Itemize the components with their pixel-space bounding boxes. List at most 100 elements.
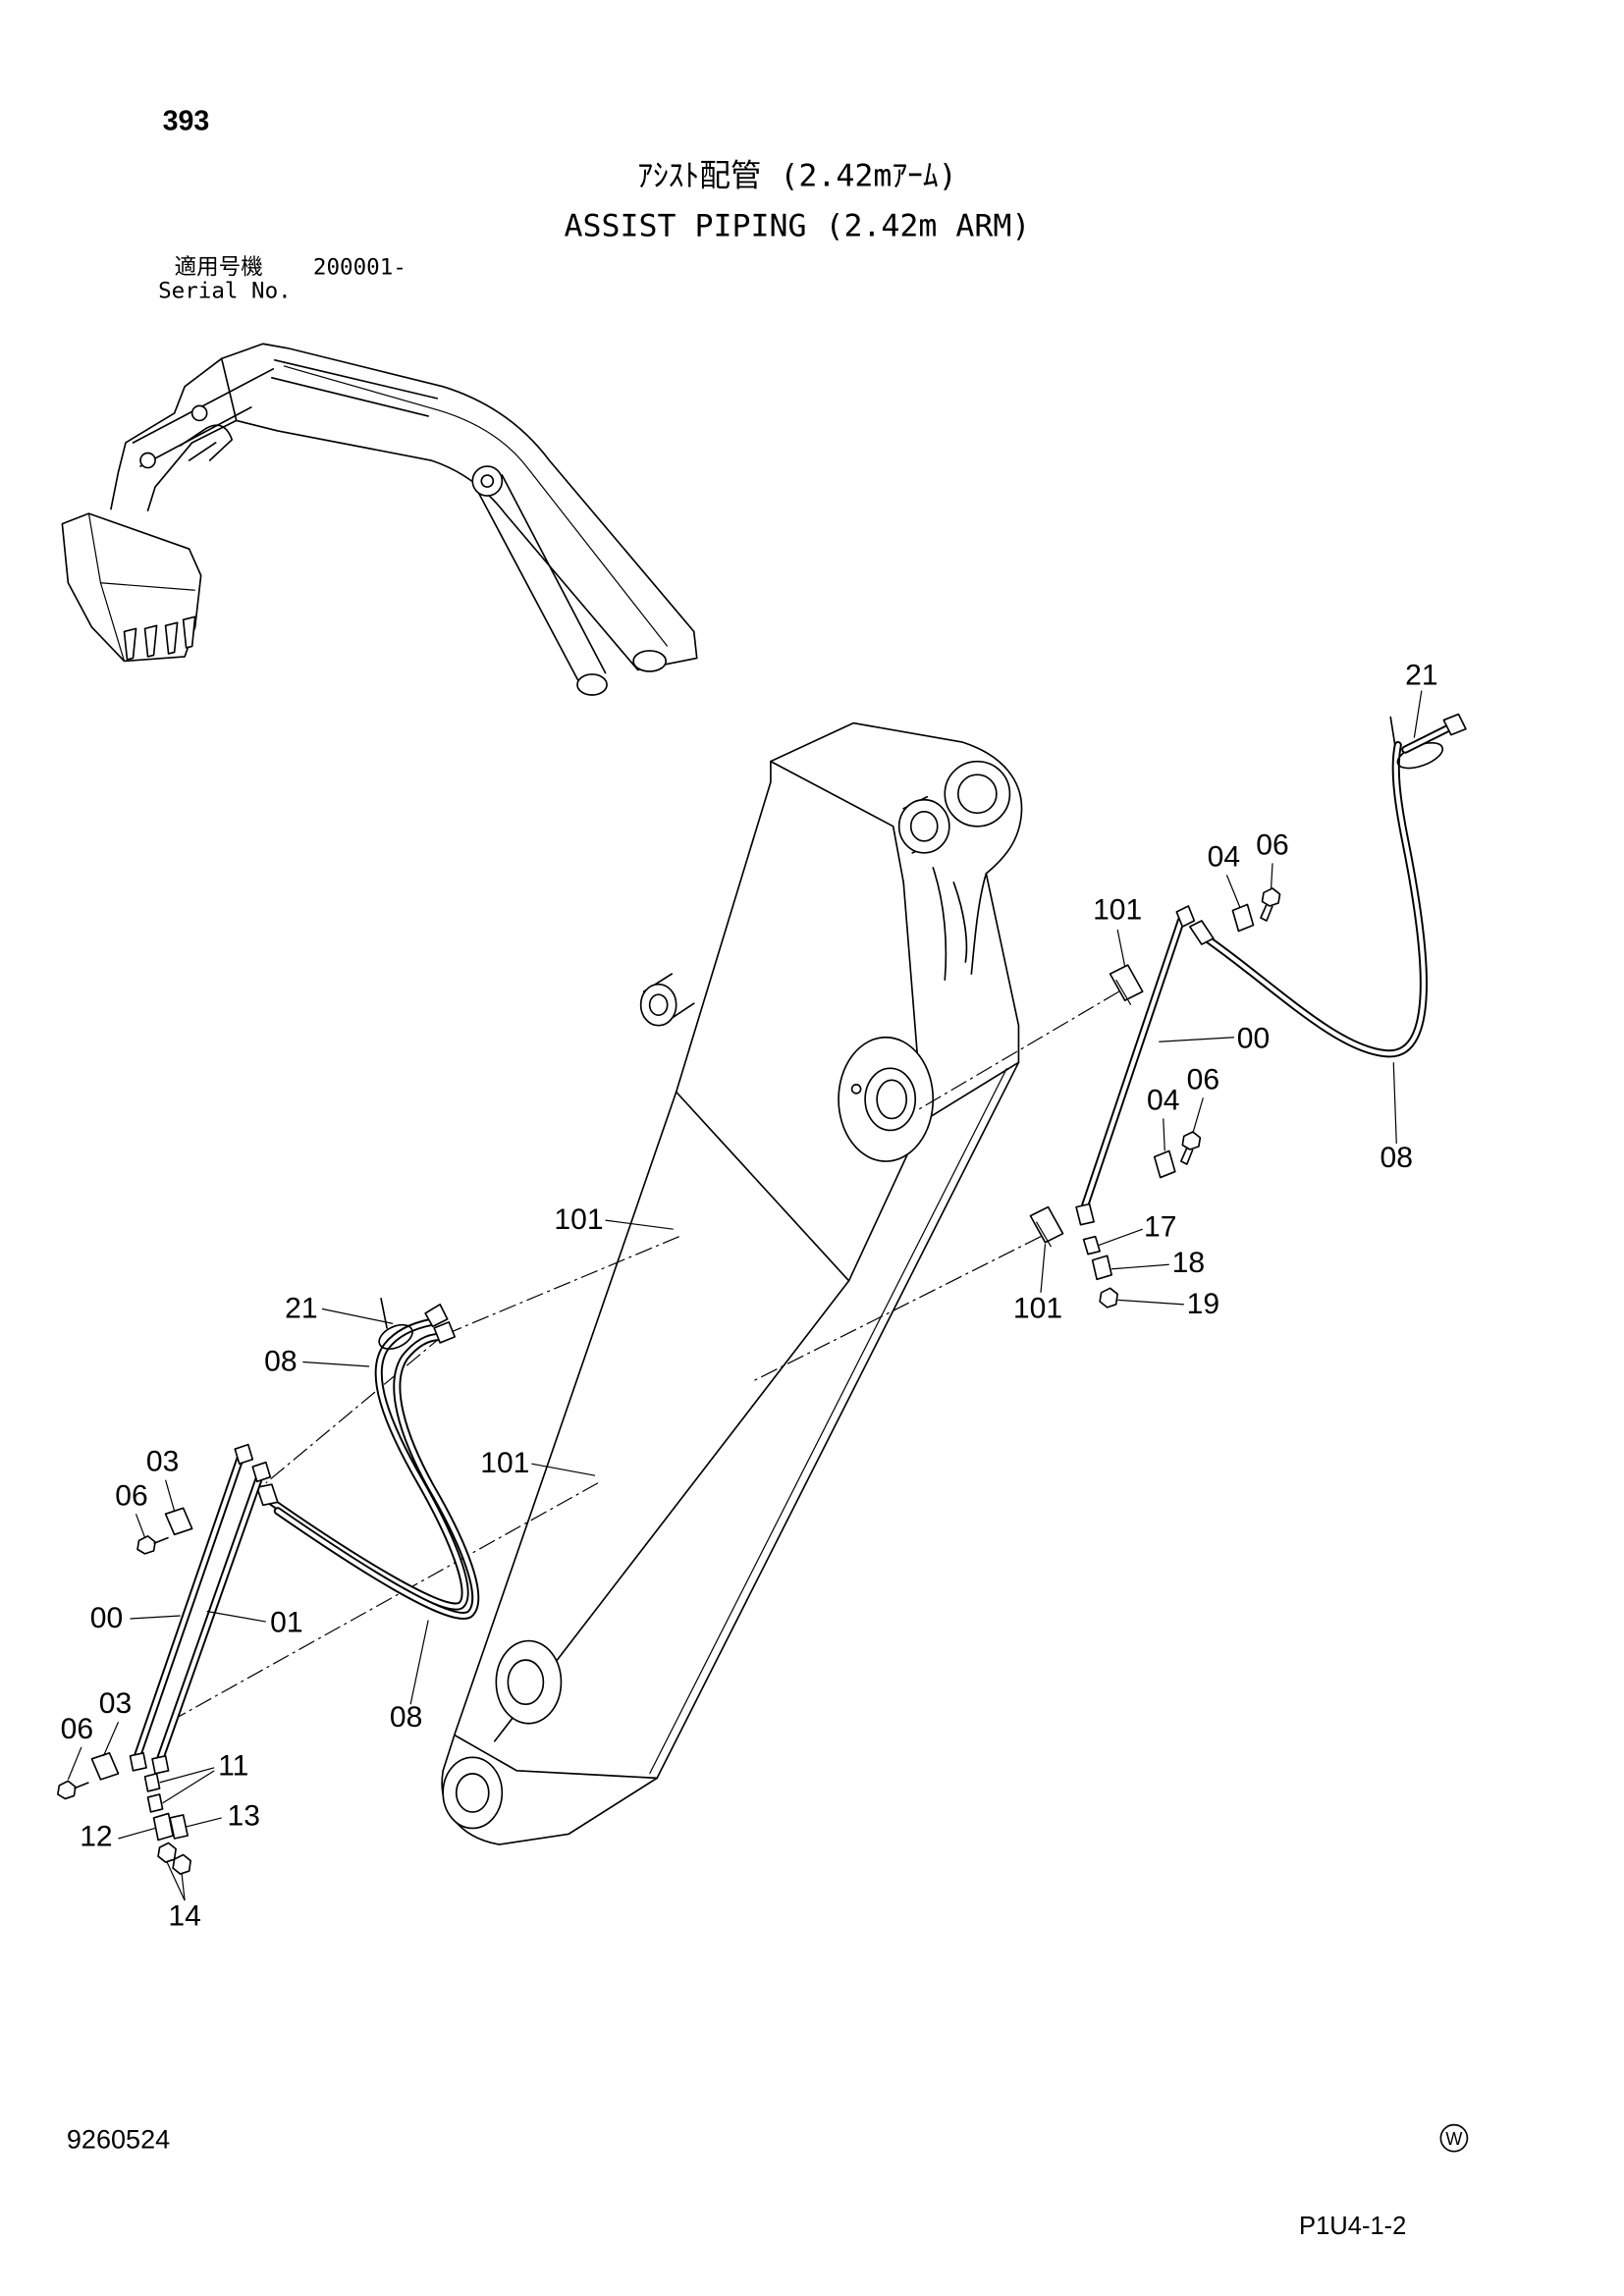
page-code: P1U4-1-2 [1299,2213,1406,2240]
callout-label: 08 [390,1701,422,1734]
center-line [752,1236,1042,1382]
pipe-01-left-inner [157,1473,262,1763]
inset-arm-edge [283,365,669,647]
pipe-top-fittings [234,1443,272,1483]
fitting-11 [143,1773,164,1813]
nut-19 [1099,1287,1118,1308]
center-line [265,1334,444,1484]
hose-08-right-inner [1198,743,1427,1056]
arm-bucket-pin-boss [442,1756,504,1830]
leader-line [1159,1037,1234,1042]
leader-line [135,1514,146,1538]
arm-side-plate-edge [675,1061,1020,1282]
arm-cylinder-pin-hole [909,810,939,842]
fitting-17 [1082,1235,1101,1255]
clamp-101-upper-right-edge [1115,979,1132,1005]
clamp-101-lower-right [1029,1205,1064,1244]
callout-label: 01 [270,1607,302,1639]
hose-08-left-inner [263,1319,467,1609]
inset-cylinder-pin [471,465,504,497]
center-line [917,990,1119,1110]
inset-assist-piping [179,424,234,461]
callout-label: 101 [554,1203,603,1236]
hose-08-left-end-fitting [255,1483,279,1507]
leader-line [605,1219,674,1230]
inset-boom-tip [110,357,238,511]
hose-08-right [1196,741,1428,1058]
arm-link-boss [495,1639,563,1725]
leader-line [1116,929,1126,967]
callout-label: 11 [218,1749,248,1782]
callout-label: 06 [1187,1063,1219,1095]
callout-labels: 21 06 04 101 00 06 04 08 101 17 18 19 10… [61,659,1438,1932]
inset-upper-cylinder [270,358,439,417]
inset-cylinder-end [576,673,608,696]
clamp-04-upper [1231,903,1255,933]
callout-label: 17 [1144,1211,1176,1244]
hose-21-left-fitting-lower [433,1321,457,1344]
w-mark-letter: W [1445,2129,1462,2149]
leader-line [1040,1244,1047,1293]
bolt-06-upper [1260,887,1281,922]
leader-lines [67,690,1423,1901]
pipe-00-left-inner [135,1454,244,1758]
leader-line [1163,1118,1165,1151]
callout-label: 06 [61,1713,93,1745]
leader-line [1098,1228,1143,1247]
inset-link-pin [190,404,208,422]
arm-top-pin-boss [944,760,1011,828]
callout-label: 00 [1237,1022,1270,1054]
inset-bucket-links [132,367,275,467]
arm-foot-boss [838,1036,935,1162]
inset-arm-cylinder [474,474,607,683]
callout-label: 04 [1208,840,1240,873]
callout-label: 03 [146,1446,179,1478]
clamp-03-lower [90,1751,120,1781]
leader-line [321,1308,394,1324]
leader-line [165,1479,176,1512]
callout-label: 06 [115,1479,147,1512]
callout-label: 08 [1380,1142,1413,1174]
leader-line [1270,863,1273,890]
leader-line [166,1861,186,1901]
left-piping-group [57,1298,480,1875]
clamp-101-lower-right-edge [1035,1221,1053,1248]
callout-label: 18 [1172,1247,1205,1279]
callout-label: 13 [228,1799,260,1832]
callout-label: 12 [80,1821,112,1853]
center-line [174,1482,599,1720]
arm-side-boss-hole [648,993,669,1017]
arm-side-boss [639,983,677,1027]
leader-line [159,1767,215,1804]
arm-assembly [441,721,1023,1845]
right-piping-group [1029,713,1467,1308]
title-jp: ｱｼｽﾄ配管 (2.42mｱｰﾑ) [637,158,956,193]
center-line [442,1236,679,1336]
leader-line [1117,1299,1184,1306]
nut-14 [157,1842,191,1875]
callout-label: 101 [480,1447,529,1479]
inset-cylinder-pin-hole [480,474,495,488]
arm-top-pin-hole [956,774,998,815]
leader-line [302,1361,370,1367]
hose-end-fitting [1188,920,1215,945]
serial-label-en: Serial No. [158,279,292,304]
leader-line [1392,1062,1397,1145]
arm-bucket-pin-hole [455,1773,490,1813]
callout-label: 04 [1147,1084,1179,1116]
hose-21-right-fitting [1442,713,1467,736]
hose-21-left-fitting-upper [424,1304,449,1328]
hose-end-stem [1389,716,1396,746]
fitting-12-13 [152,1812,189,1842]
leader-line [1192,1097,1204,1134]
arm-top-plate-edge [770,760,924,1123]
leader-line [1111,1263,1169,1270]
inset-bucket-edge [87,513,195,662]
callout-label: 21 [1405,659,1437,691]
arm-foot-boss-hole [876,1079,908,1120]
arm-bracket-ear [932,867,988,981]
leader-line [186,1817,222,1828]
serial-label-jp: 適用号機 [175,255,263,281]
arm-end-plate [454,1734,658,1780]
